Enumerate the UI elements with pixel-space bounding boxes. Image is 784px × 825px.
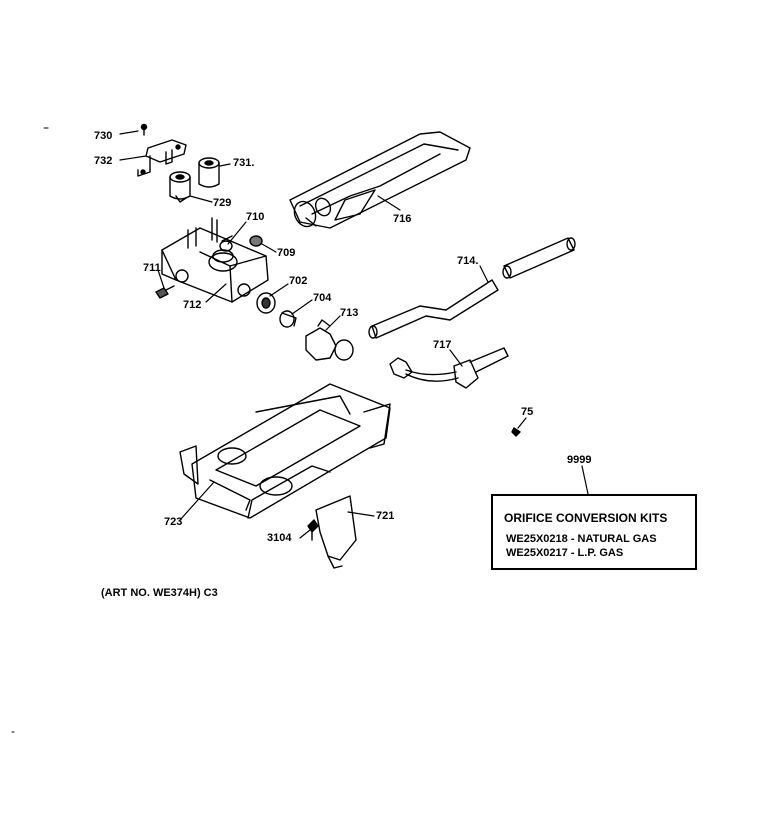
callout-732: 732: [94, 155, 113, 167]
leader-lines: [119, 130, 589, 539]
callout-723: 723: [164, 516, 183, 528]
part-713-elbow: [305, 319, 354, 361]
callout-704: 704: [313, 292, 332, 304]
callout-702: 702: [289, 275, 308, 287]
part-704-orifice: [279, 310, 297, 328]
part-723-bracket: [179, 383, 391, 519]
callout-731: 731.: [233, 157, 255, 169]
callout-729: 729: [213, 197, 232, 209]
callout-75: 75: [521, 406, 534, 418]
callout-709: 709: [277, 247, 296, 259]
kit-natural-gas: WE25X0218 - NATURAL GAS: [506, 533, 657, 545]
callout-710: 710: [246, 211, 265, 223]
callout-716: 716: [393, 213, 412, 225]
callout-3104: 3104: [267, 532, 292, 544]
callout-721: 721: [376, 510, 395, 522]
part-729-coil: [169, 171, 191, 203]
kit-title: ORIFICE CONVERSION KITS: [504, 511, 668, 525]
callout-713: 713: [340, 307, 359, 319]
part-714-tube: [368, 237, 576, 339]
callout-711: 711: [143, 262, 161, 274]
art-number: (ART NO. WE374H) C3: [101, 587, 218, 599]
part-3104-screw: [307, 519, 319, 541]
orifice-kit-box: ORIFICE CONVERSION KITS WE25X0218 - NATU…: [491, 494, 697, 570]
part-710-fitting: [219, 235, 233, 252]
part-709-plug: [249, 235, 263, 247]
part-716-burner: [289, 131, 471, 229]
part-732-bracket: [137, 139, 187, 177]
part-711-screw: [155, 285, 175, 299]
part-712-valve: [161, 217, 269, 303]
part-702-nut: [256, 292, 276, 314]
part-75-screw: [511, 427, 521, 437]
callout-712: 712: [183, 299, 202, 311]
part-721-shield: [315, 495, 357, 569]
part-730-screw: [140, 123, 148, 136]
stray-marks: [11, 127, 49, 733]
kit-lp-gas: WE25X0217 - L.P. GAS: [506, 547, 624, 559]
callout-9999: 9999: [567, 454, 592, 466]
callout-717: 717: [433, 339, 452, 351]
part-717-igniter: [389, 347, 509, 389]
callout-730: 730: [94, 130, 113, 142]
callout-714: 714.: [457, 255, 479, 267]
part-731-coil: [198, 157, 220, 188]
